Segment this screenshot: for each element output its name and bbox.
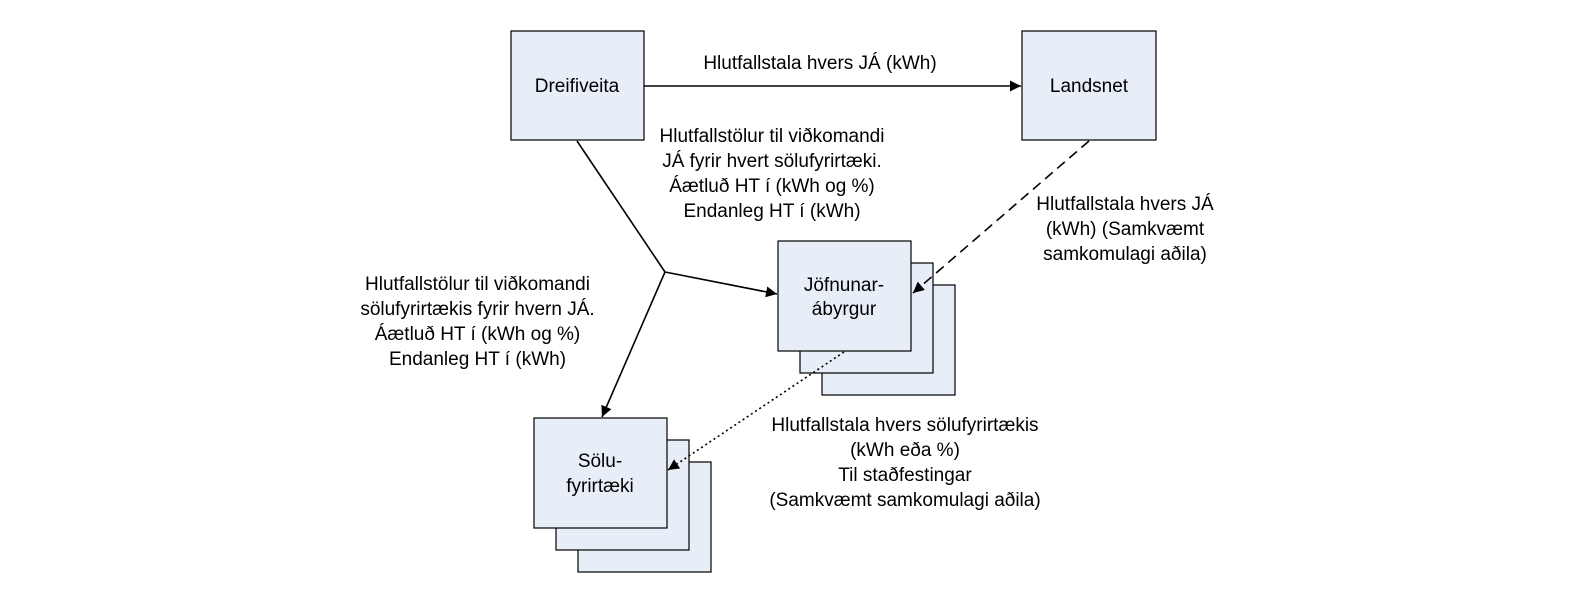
label-line: (Samkvæmt samkomulagi aðila) xyxy=(769,490,1041,511)
label-jofnunar-solu: Hlutfallstala hvers sölufyrirtækis (kWh … xyxy=(735,413,1075,513)
label-line: (kWh) (Samkvæmt xyxy=(1045,219,1205,240)
label-line: Til staðfestingar xyxy=(838,465,972,486)
label-line: (kWh eða %) xyxy=(850,440,960,461)
label-line: Endanleg HT í (kWh) xyxy=(388,349,567,370)
edge-junction-jofnunar xyxy=(664,271,778,298)
edge-dreifi-junction xyxy=(576,140,666,273)
label-line: Endanleg HT í (kWh) xyxy=(683,201,861,222)
label-dreifi-landsnet: Hlutfallstala hvers JÁ (kWh) xyxy=(650,51,990,76)
node-solu-line2: fyrirtæki xyxy=(566,476,634,497)
label-dreifi-landsnet-line: Hlutfallstala hvers JÁ (kWh) xyxy=(703,53,937,74)
edge-landsnet-jofnunar xyxy=(912,140,1090,294)
label-line: Áætluð HT í (kWh og %) xyxy=(669,176,875,197)
label-dreifi-solu: Hlutfallstölur til viðkomandi sölufyrirt… xyxy=(330,272,625,372)
node-dreifiveita-label: Dreifiveita xyxy=(535,76,620,97)
node-solu-stack: Sölu- fyrirtæki xyxy=(533,417,712,573)
label-line: Hlutfallstala hvers sölufyrirtækis xyxy=(771,415,1039,436)
node-landsnet-label: Landsnet xyxy=(1050,76,1129,97)
node-jofnunar-stack: Jöfnunar- ábyrgur xyxy=(777,240,956,396)
edge-jofnunar-solu xyxy=(667,351,845,471)
node-solu-line1: Sölu- xyxy=(578,451,622,472)
label-line: sölufyrirtækis fyrir hvern JÁ. xyxy=(360,299,595,320)
node-dreifiveita: Dreifiveita xyxy=(510,30,645,141)
label-line: Hlutfallstölur til viðkomandi xyxy=(659,126,885,147)
label-line: samkomulagi aðila) xyxy=(1043,244,1207,265)
label-landsnet-jofnunar: Hlutfallstala hvers JÁ (kWh) (Samkvæmt s… xyxy=(1010,192,1240,267)
node-jofnunar-line2: ábyrgur xyxy=(812,299,877,320)
label-line: Hlutfallstölur til viðkomandi xyxy=(365,274,590,295)
edge-junction-solu xyxy=(601,271,666,418)
node-landsnet: Landsnet xyxy=(1021,30,1157,141)
node-jofnunar-line1: Jöfnunar- xyxy=(804,275,884,296)
label-line: JÁ fyrir hvert sölufyrirtæki. xyxy=(662,151,882,172)
label-line: Hlutfallstala hvers JÁ xyxy=(1036,194,1214,215)
label-dreifi-jofnunar: Hlutfallstölur til viðkomandi JÁ fyrir h… xyxy=(627,124,917,224)
label-line: Áætluð HT í (kWh og %) xyxy=(374,324,581,345)
